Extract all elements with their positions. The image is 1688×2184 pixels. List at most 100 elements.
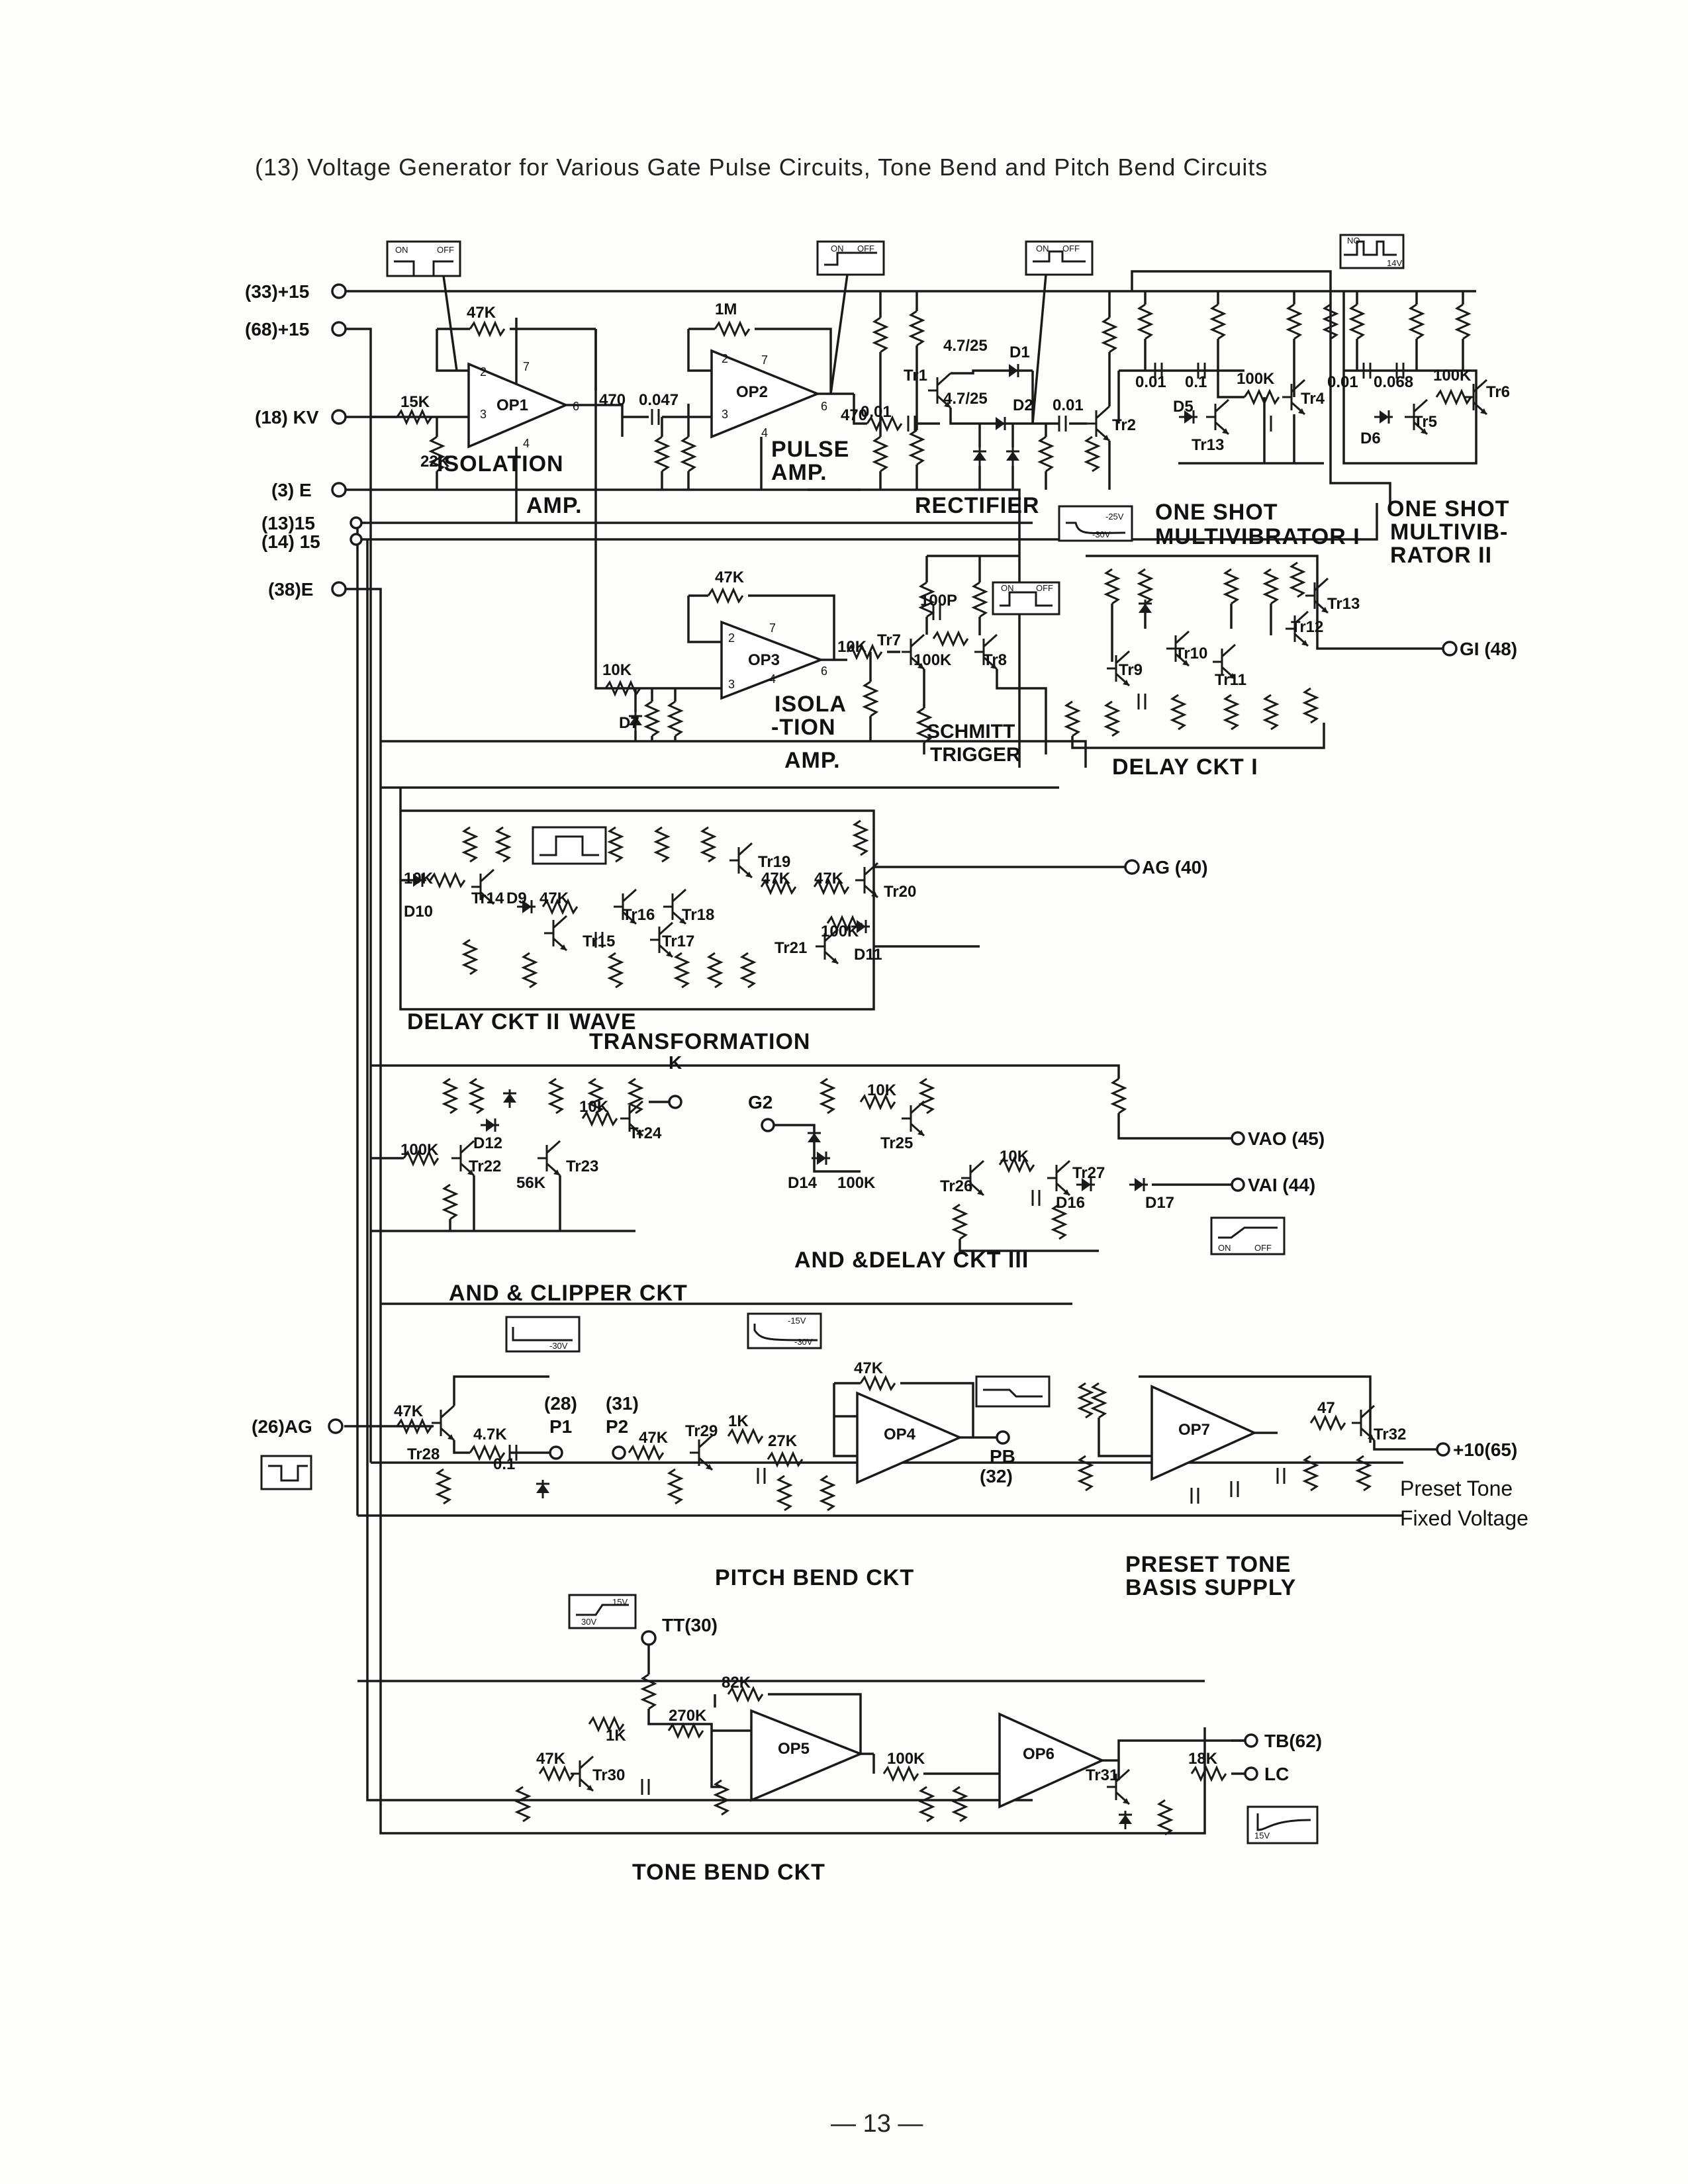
svg-text:ISOLA: ISOLA [774, 692, 847, 717]
svg-text:22K: 22K [420, 453, 450, 471]
svg-text:100K: 100K [837, 1174, 876, 1192]
svg-text:47K: 47K [854, 1359, 884, 1377]
svg-text:15V: 15V [612, 1597, 628, 1607]
svg-text:WAVE: WAVE [569, 1009, 637, 1034]
svg-text:Tr13: Tr13 [1192, 436, 1224, 454]
svg-text:Tr10: Tr10 [1175, 645, 1207, 662]
svg-text:Tr18: Tr18 [682, 906, 714, 924]
power-rails [344, 290, 1476, 1835]
svg-text:Tr13: Tr13 [1327, 595, 1360, 613]
svg-text:D17: D17 [1145, 1194, 1174, 1212]
svg-text:MULTIVIBRATOR I: MULTIVIBRATOR I [1155, 524, 1360, 549]
svg-text:OP5: OP5 [778, 1740, 810, 1758]
svg-text:RECTIFIER: RECTIFIER [915, 493, 1039, 518]
svg-text:47K: 47K [814, 870, 844, 887]
svg-text:4: 4 [761, 426, 768, 439]
svg-text:6: 6 [821, 400, 827, 413]
svg-text:Tr20: Tr20 [884, 883, 916, 901]
svg-text:Tr1: Tr1 [904, 367, 927, 385]
svg-text:D9: D9 [506, 889, 527, 907]
svg-text:Tr23: Tr23 [566, 1158, 598, 1175]
page-number: — 13 — [831, 2110, 923, 2138]
svg-text:DELAY CKT I: DELAY CKT I [1112, 754, 1258, 780]
svg-text:Tr32: Tr32 [1374, 1426, 1406, 1443]
op7-symbol [1150, 1385, 1258, 1481]
op5-symbol [750, 1709, 864, 1802]
svg-text:Tr15: Tr15 [583, 933, 615, 950]
svg-text:LC: LC [1264, 1764, 1289, 1784]
and-clipper-delay3 [371, 1064, 1245, 1252]
svg-text:TRIGGER: TRIGGER [930, 744, 1021, 766]
svg-text:Tr19: Tr19 [758, 853, 790, 871]
svg-text:10K: 10K [602, 661, 632, 679]
svg-text:ONE SHOT: ONE SHOT [1155, 500, 1278, 525]
op3-symbol [720, 620, 824, 700]
svg-text:Tr14: Tr14 [471, 889, 504, 907]
page-heading: (13) Voltage Generator for Various Gate … [255, 154, 1268, 181]
svg-text:(18) KV: (18) KV [255, 407, 319, 428]
svg-text:ON: ON [1001, 583, 1014, 593]
svg-text:100K: 100K [914, 651, 952, 669]
svg-text:Tr16: Tr16 [622, 906, 655, 924]
svg-text:47K: 47K [539, 889, 569, 907]
component-labels: 47K 15K 22K 1M 470 0.047 0.01 470 4.7/25… [394, 300, 1510, 1784]
svg-text:DELAY CKT II: DELAY CKT II [407, 1009, 560, 1034]
svg-text:NO: NO [1347, 236, 1360, 246]
svg-text:D11: D11 [854, 946, 882, 964]
svg-text:P1: P1 [549, 1416, 572, 1437]
svg-text:-25V: -25V [1105, 512, 1124, 522]
svg-text:TRANSFORMATION: TRANSFORMATION [589, 1029, 810, 1054]
svg-text:AMP.: AMP. [526, 493, 583, 518]
svg-text:30V: 30V [581, 1617, 596, 1627]
op4-symbol [856, 1391, 963, 1484]
svg-text:(68)+15: (68)+15 [245, 319, 309, 340]
svg-text:Tr22: Tr22 [469, 1158, 501, 1175]
svg-text:ONE SHOT: ONE SHOT [1387, 496, 1510, 522]
svg-text:7: 7 [769, 621, 776, 635]
svg-text:D5: D5 [1173, 398, 1194, 416]
svg-text:K: K [669, 1052, 682, 1073]
svg-text:-15V: -15V [788, 1316, 806, 1326]
svg-text:18K: 18K [1188, 1750, 1218, 1768]
svg-text:(14) 15: (14) 15 [261, 531, 320, 552]
tone-bend [516, 1630, 1258, 1836]
op2-symbol [710, 349, 821, 439]
left-terminals [331, 283, 1458, 875]
svg-text:10K: 10K [1000, 1148, 1029, 1165]
svg-text:D1: D1 [1009, 343, 1030, 361]
svg-text:ON: ON [395, 245, 408, 255]
svg-text:4.7K: 4.7K [473, 1426, 507, 1443]
svg-text:OP7: OP7 [1178, 1421, 1210, 1439]
svg-text:Tr29: Tr29 [685, 1422, 718, 1440]
svg-text:100K: 100K [1237, 370, 1275, 388]
svg-text:15K: 15K [400, 393, 430, 411]
svg-text:Fixed Voltage: Fixed Voltage [1400, 1506, 1528, 1530]
svg-text:2: 2 [728, 631, 735, 645]
svg-text:0.01: 0.01 [1053, 396, 1084, 414]
svg-text:2: 2 [480, 365, 487, 379]
svg-text:(3) E: (3) E [271, 480, 312, 500]
one-shot-circuits [1117, 270, 1488, 510]
svg-text:14V: 14V [1387, 258, 1402, 268]
svg-text:(33)+15: (33)+15 [245, 281, 309, 302]
svg-text:100K: 100K [1433, 367, 1472, 385]
svg-text:Tr31: Tr31 [1086, 1766, 1118, 1784]
middle-row-circuits [594, 329, 1443, 754]
svg-text:ISOLATION: ISOLATION [437, 451, 564, 477]
svg-text:0.01: 0.01 [861, 403, 892, 421]
svg-text:PITCH BEND CKT: PITCH BEND CKT [715, 1565, 914, 1590]
svg-text:Tr9: Tr9 [1119, 661, 1143, 679]
svg-text:Tr11: Tr11 [1215, 671, 1246, 689]
svg-text:D6: D6 [1360, 430, 1381, 447]
svg-text:Tr30: Tr30 [592, 1766, 625, 1784]
svg-text:Tr6: Tr6 [1486, 383, 1510, 401]
svg-text:D10: D10 [404, 903, 433, 921]
svg-text:VAI (44): VAI (44) [1248, 1175, 1315, 1195]
section-labels: ISOLATION AMP. PULSE AMP. RECTIFIER ONE … [407, 437, 1528, 1885]
svg-text:1K: 1K [606, 1727, 626, 1745]
svg-text:OFF: OFF [437, 245, 454, 255]
svg-text:56K: 56K [516, 1174, 546, 1192]
